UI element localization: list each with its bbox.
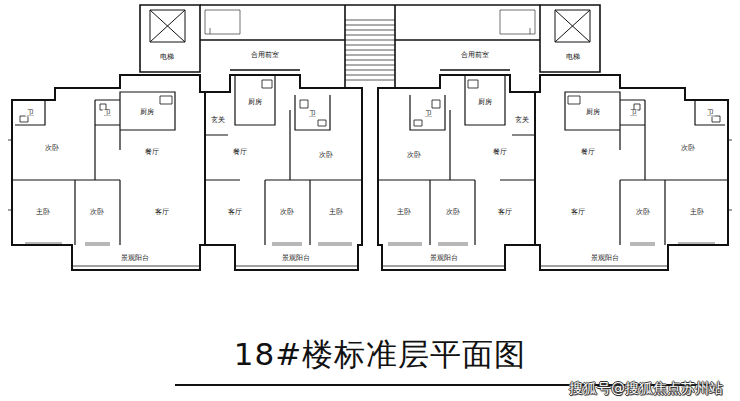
room-label: 景观阳台 xyxy=(429,255,459,262)
room-label: 客厅 xyxy=(227,209,243,216)
room-label: 卫 xyxy=(706,110,715,117)
room-label: 次卧 xyxy=(89,209,105,216)
room-label: 客厅 xyxy=(497,209,513,216)
room-label: 主卧 xyxy=(689,209,705,216)
room-label: 餐厅 xyxy=(232,149,248,156)
room-label: 主卧 xyxy=(396,209,412,216)
room-label: 主卧 xyxy=(35,209,51,216)
room-label: 客厅 xyxy=(154,209,170,216)
room-label: 卫 xyxy=(424,111,433,118)
room-label: 景观阳台 xyxy=(590,255,620,262)
room-label: 次卧 xyxy=(44,145,60,152)
room-label: 厨房 xyxy=(139,109,155,116)
plan-title: 18#楼标准层平面图 xyxy=(234,339,526,370)
room-label: 餐厅 xyxy=(492,149,508,156)
room-label: 景观阳台 xyxy=(281,255,311,262)
room-label: 次卧 xyxy=(318,152,334,159)
room-label: 电梯 xyxy=(159,54,175,61)
room-label: 客厅 xyxy=(570,209,586,216)
room-label: 卫 xyxy=(103,110,112,117)
room-label: 玄关 xyxy=(210,117,226,124)
room-label: 餐厅 xyxy=(144,149,160,156)
room-label: 厨房 xyxy=(477,99,493,106)
room-label: 餐厅 xyxy=(580,149,596,156)
room-label: 玄关 xyxy=(514,117,530,124)
room-label: 主卧 xyxy=(328,209,344,216)
room-label: 次卧 xyxy=(279,209,295,216)
watermark: 搜狐号@搜狐焦点苏州站 xyxy=(569,381,723,395)
room-label: 厨房 xyxy=(247,99,263,106)
room-label: 厨房 xyxy=(585,109,601,116)
room-label: 合用前室 xyxy=(250,52,280,59)
room-label: 次卧 xyxy=(635,209,651,216)
room-label: 卫 xyxy=(629,110,638,117)
room-label: 合用前室 xyxy=(460,52,490,59)
room-label: 电梯 xyxy=(565,54,581,61)
room-label: 次卧 xyxy=(406,152,422,159)
room-label: 次卧 xyxy=(445,209,461,216)
room-label: 卫 xyxy=(308,111,317,118)
room-label: 景观阳台 xyxy=(120,255,150,262)
room-label: 卫 xyxy=(26,110,35,117)
room-label: 次卧 xyxy=(680,145,696,152)
